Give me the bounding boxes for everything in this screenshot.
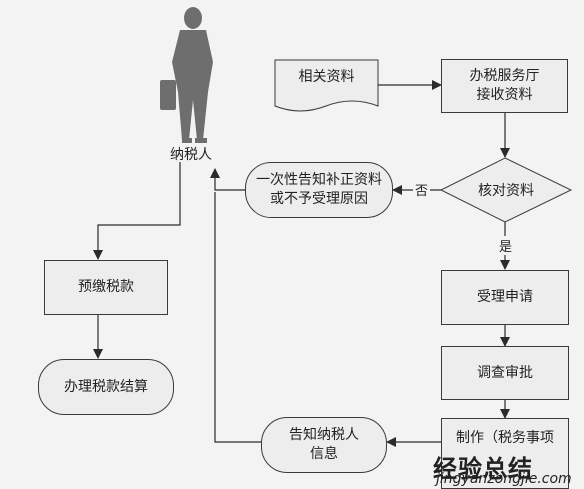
hall-node: 办税服务厅 接收资料 (441, 59, 568, 113)
edge-notify-to-taxpayer (210, 168, 245, 191)
watermark-logo: 经验总结 (433, 455, 533, 483)
edge-taxpayer-to-prepay (93, 162, 181, 260)
produce-node: 制作（税务事项 (441, 418, 569, 489)
verify-node-label: 核对资料 (478, 182, 534, 199)
materials-document-shape (274, 59, 379, 112)
edge-inform-to-taxpayer (214, 192, 261, 443)
taxpayer-label: 纳税人 (170, 147, 212, 163)
materials-node-label: 相关资料 (298, 68, 355, 85)
edge-no-label: 否 (413, 180, 431, 199)
prepay-node: 预缴税款 (44, 260, 168, 315)
taxpayer-figure-icon (160, 7, 213, 143)
review-node: 调查审批 (441, 346, 569, 400)
watermark-url: jingyanzongjie.com (436, 471, 572, 487)
inform-node: 告知纳税人 信息 (261, 417, 387, 473)
notify-once-node: 一次性告知补正资料 或不予受理原因 (245, 162, 393, 218)
accept-node: 受理申请 (441, 270, 569, 325)
edge-yes-label: 是 (497, 236, 515, 255)
settle-node: 办理税款结算 (38, 359, 174, 415)
